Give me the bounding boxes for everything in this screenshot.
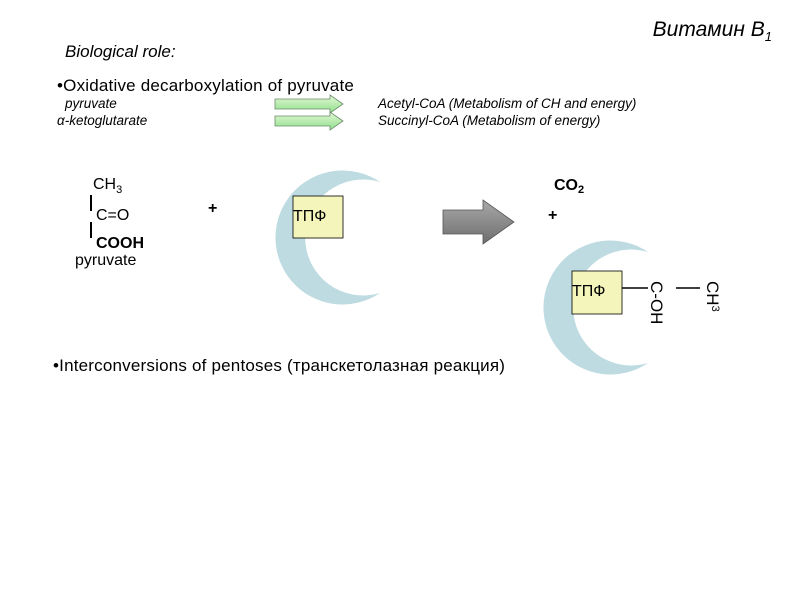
pyruvate-cooh: COOH [96,235,144,252]
bound-group-ch3: CH3 [703,281,722,312]
small-arrow-1 [274,94,344,114]
bullet-pentose-interconversion: •Interconversions of pentoses (транскето… [53,356,506,375]
co2-product: CO2 [554,177,585,196]
reaction-2-product: Succinyl-CoA (Metabolism of energy) [378,113,601,128]
tpf-box-2 [571,270,623,315]
tpf-box-1 [292,195,344,239]
bullet-oxidative-decarboxylation: •Oxidative decarboxylation of pyruvate [57,76,355,95]
bound-group-coh: C-OH [647,281,666,324]
slide-title: Витамин B1 [652,18,772,45]
plus-sign-2: + [548,207,558,224]
reaction-2-substrate: α-ketoglutarate [57,113,148,128]
tpf-label-2: ТПФ [572,283,606,300]
pyruvate-name: pyruvate [75,252,137,269]
small-arrow-2 [274,111,344,131]
subtitle: Biological role: [65,42,176,61]
tpf-label-1: ТПФ [293,208,327,225]
pyruvate-ch3: CH3 [93,176,123,196]
reaction-1-substrate: pyruvate [65,96,117,111]
pyruvate-carbonyl: C=O [96,207,130,224]
reaction-arrow [442,199,515,245]
enzyme-shape-2 [543,240,648,375]
reaction-1-product: Acetyl-CoA (Metabolism of CH and energy) [378,96,637,111]
plus-sign-1: + [208,200,218,217]
